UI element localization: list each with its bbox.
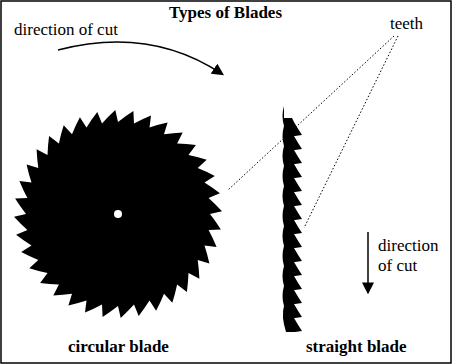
cut-arrow <box>367 232 369 292</box>
straight-blade <box>283 106 303 332</box>
rotation-arrow <box>58 42 222 74</box>
arbor-hole <box>114 210 122 218</box>
blade-name: straight blade <box>306 337 407 357</box>
arrow-label: direction of cut <box>378 236 448 276</box>
leader-line <box>228 36 394 190</box>
title: Types of Blades <box>169 3 282 23</box>
circular-blade <box>14 110 222 318</box>
leader-line <box>304 36 398 228</box>
arrow-label: direction of cut <box>14 20 118 40</box>
part-label: teeth <box>390 14 423 34</box>
blade-name: circular blade <box>68 337 169 357</box>
